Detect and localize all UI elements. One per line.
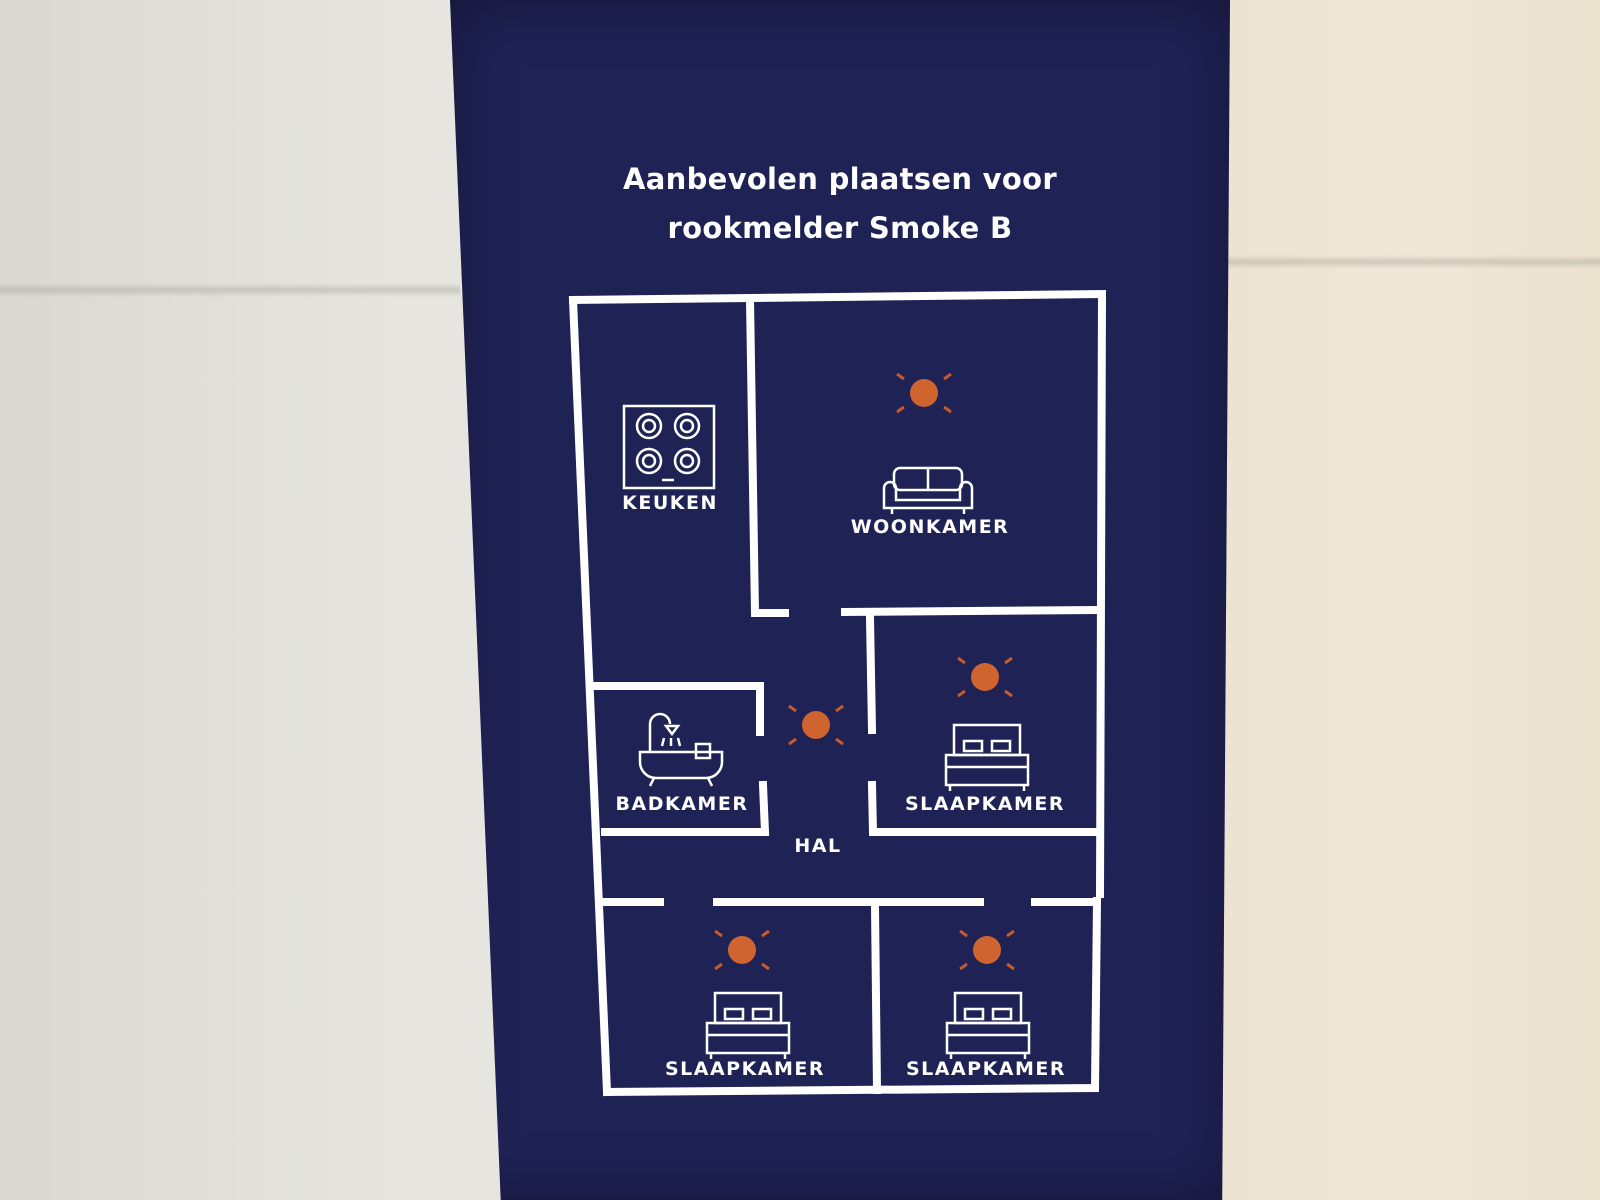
wall-seam-left <box>0 283 460 297</box>
smoke-detectors <box>714 372 1015 971</box>
floor-plan-walls <box>568 289 1107 1097</box>
room-label-bathroom: BADKAMER <box>615 793 749 815</box>
smoke-detector-icon <box>959 929 1015 971</box>
wall-seam-right <box>1215 255 1600 269</box>
smoke-detector-icon <box>896 372 952 414</box>
room-label-bedroom-bottom-right: SLAAPKAMER <box>905 1058 1067 1080</box>
room-label-kitchen: KEUKEN <box>622 492 718 514</box>
title-line-2: rookmelder Smoke B <box>667 211 1013 245</box>
bed-icon <box>945 991 1031 1059</box>
title-line-1: Aanbevolen plaatsen voor <box>623 162 1057 196</box>
bed-icon <box>705 991 791 1059</box>
smoke-detector-icon <box>788 704 844 746</box>
bathtub-icon <box>638 712 724 787</box>
room-label-bedroom-right: SLAAPKAMER <box>904 793 1066 815</box>
smoke-detector-icon <box>714 929 770 971</box>
stove-icon <box>622 404 716 490</box>
room-label-bedroom-bottom-left: SLAAPKAMER <box>664 1058 826 1080</box>
sofa-icon <box>882 466 974 514</box>
wall-right <box>1215 0 1600 1200</box>
bed-icon <box>944 723 1030 791</box>
room-label-living: WOONKAMER <box>850 516 1010 538</box>
room-label-hall: HAL <box>794 835 842 857</box>
smoke-detector-icon <box>957 656 1013 698</box>
